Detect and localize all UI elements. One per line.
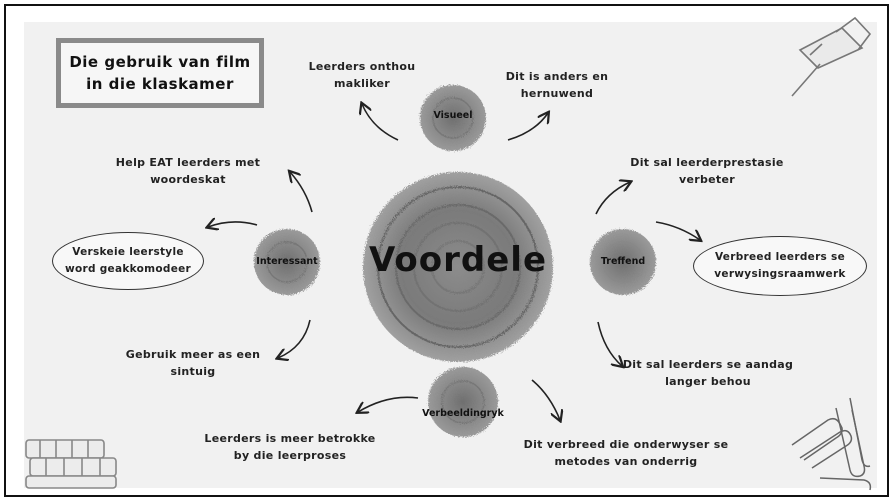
statement-verbeeldingryk-left: Leerders is meer betrokke by die leerpro… bbox=[204, 432, 376, 462]
arrow-interessant-bottom bbox=[278, 319, 311, 358]
title-box: Die gebruik van film in die klaskamer bbox=[56, 38, 264, 108]
visueel-circle bbox=[420, 85, 486, 151]
center-label: Voordele bbox=[368, 240, 548, 280]
books-icon bbox=[25, 439, 117, 489]
arrow-visueel-left bbox=[362, 104, 399, 141]
treffend-circle bbox=[590, 229, 656, 295]
statement-visueel-right: Dit is anders en hernuwend bbox=[505, 70, 609, 100]
node-label-treffend: Treffend bbox=[600, 256, 646, 267]
statement-interessant-left-pill: Verskeie leerstyle word geakkomodeer bbox=[52, 232, 204, 290]
arrow-interessant-left bbox=[208, 222, 258, 227]
statement-treffend-bottom: Dit sal leerders se aandag langer behou bbox=[622, 358, 794, 388]
page-title: Die gebruik van film in die klaskamer bbox=[69, 53, 251, 93]
node-label-verbeeldingryk: Verbeeldingryk bbox=[422, 408, 504, 419]
arrow-treffend-right bbox=[655, 221, 700, 240]
statement-treffend-top: Dit sal leerderprestasie verbeter bbox=[630, 156, 784, 186]
statement-interessant-left: Verskeie leerstyle word geakkomodeer bbox=[64, 246, 192, 275]
statement-interessant-top: Help EAT leerders met woordeskat bbox=[115, 156, 261, 186]
arrow-interessant-top bbox=[290, 172, 313, 213]
node-label-interessant: Interessant bbox=[256, 256, 318, 267]
statement-interessant-bottom: Gebruik meer as een sintuig bbox=[125, 348, 261, 378]
interessant-circle bbox=[254, 229, 320, 295]
verbeeldingryk-circle bbox=[428, 367, 498, 437]
statement-verbeeldingryk-right: Dit verbreed die onderwyser se metodes v… bbox=[523, 438, 729, 468]
arrow-treffend-top bbox=[595, 182, 630, 215]
center-circle bbox=[363, 172, 553, 362]
arrow-verbeeldingryk-right bbox=[531, 379, 560, 420]
push-pin-icon bbox=[791, 16, 872, 97]
paperclips-icon bbox=[791, 397, 872, 491]
statement-visueel-left: Leerders onthou makliker bbox=[308, 60, 416, 90]
statement-treffend-right: Verbreed leerders se verwysingsraamwerk bbox=[714, 251, 846, 280]
statement-treffend-right-pill: Verbreed leerders se verwysingsraamwerk bbox=[693, 236, 867, 296]
arrow-treffend-bottom bbox=[597, 321, 622, 366]
node-label-visueel: Visueel bbox=[433, 110, 473, 121]
arrow-verbeeldingryk-left bbox=[358, 396, 419, 412]
arrow-visueel-right bbox=[507, 113, 548, 141]
